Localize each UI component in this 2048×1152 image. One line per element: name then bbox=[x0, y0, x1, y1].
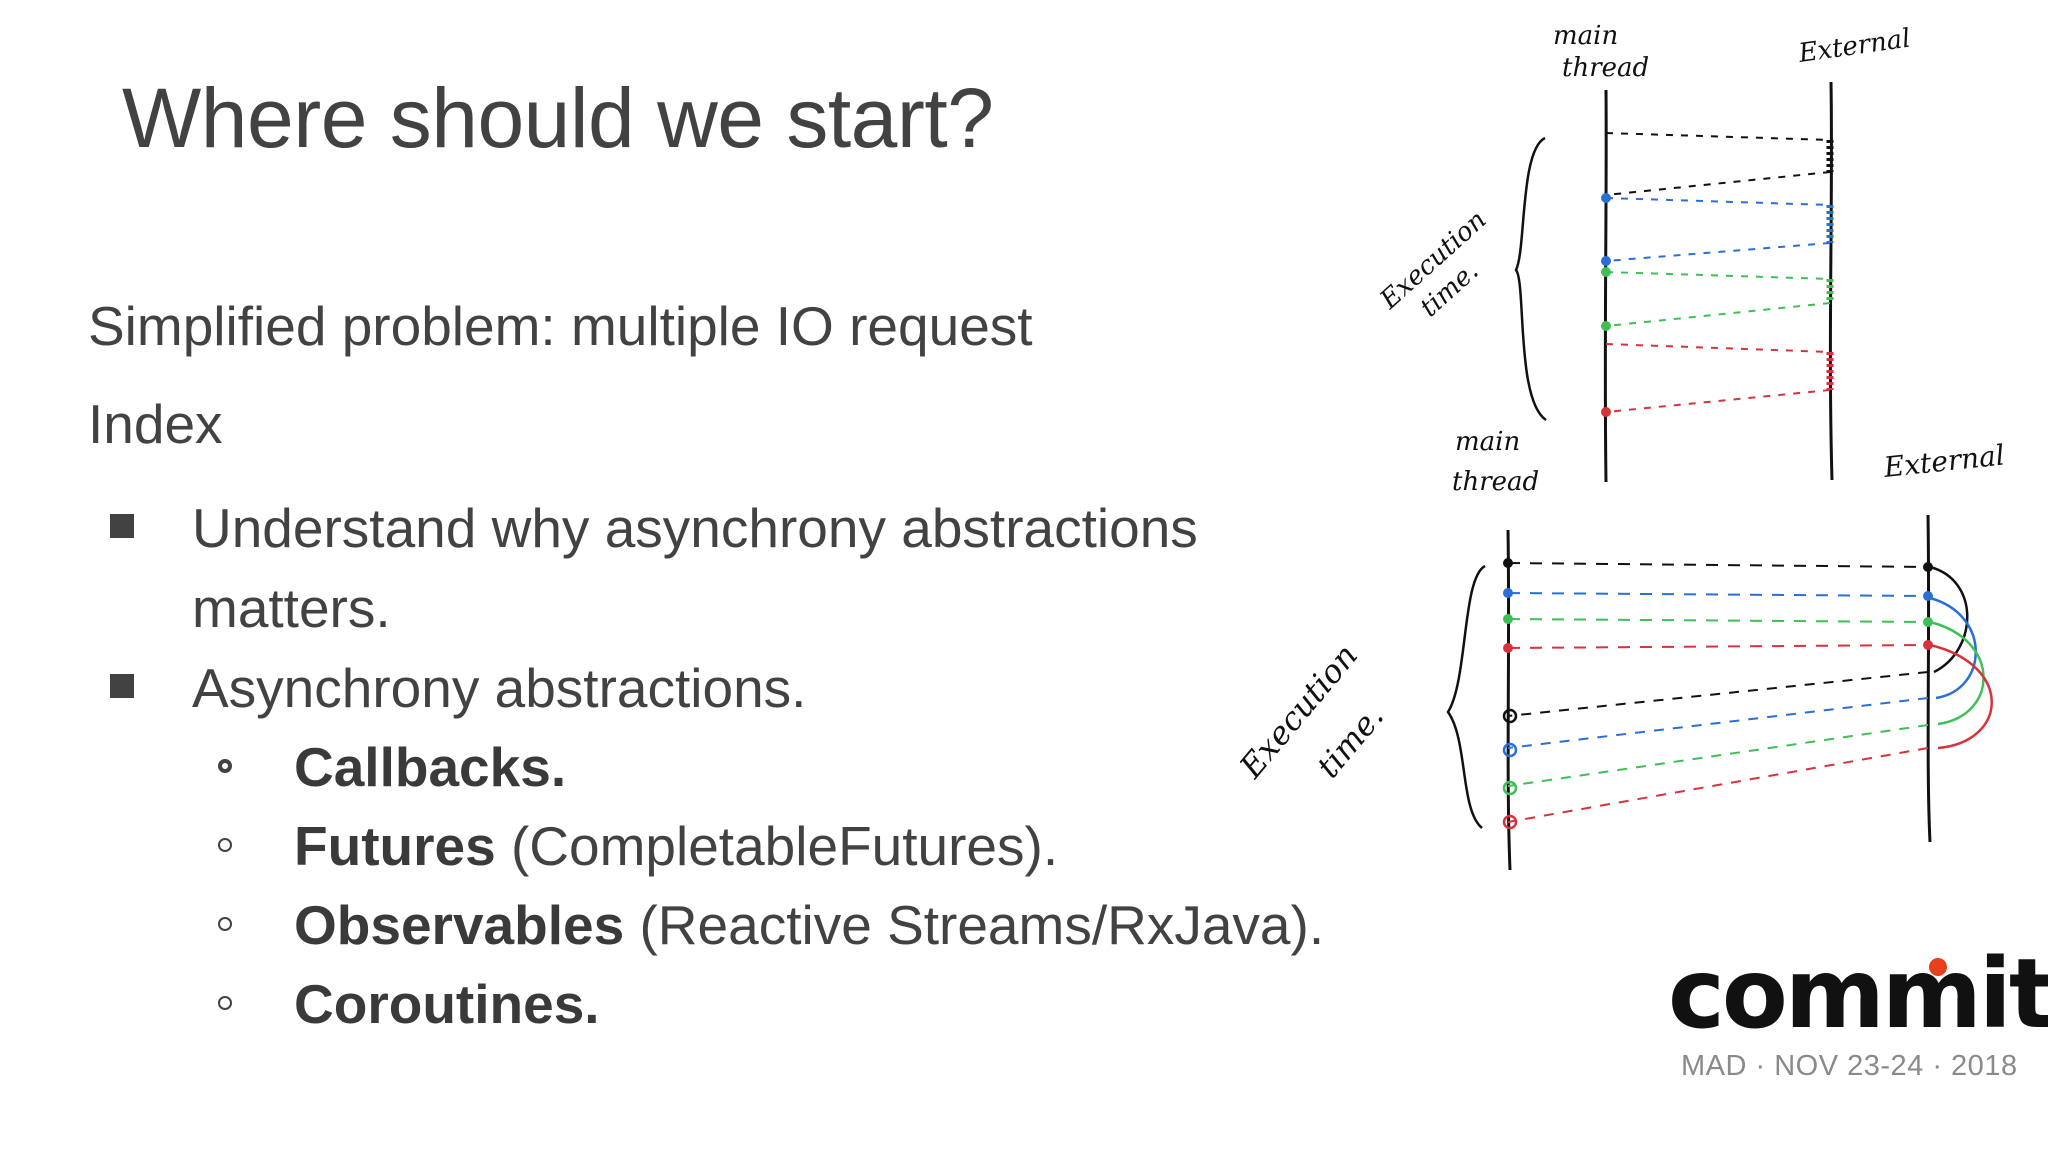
bottom-request-red bbox=[1507, 644, 1929, 649]
sub-bullet-item: Callbacks. bbox=[0, 728, 1360, 807]
top-response-green bbox=[1605, 302, 1831, 327]
top-main-thread-line bbox=[1603, 89, 1608, 483]
sub-bullet-text: (CompletableFutures). bbox=[495, 815, 1059, 877]
index-list: Understand why asynchrony abstractions m… bbox=[0, 488, 1360, 1044]
bottom-blue-ring bbox=[1502, 742, 1518, 758]
sub-bullet-bold-text: Observables bbox=[294, 894, 625, 956]
square-bullet-icon bbox=[110, 674, 134, 698]
bullet-text: Asynchrony abstractions. bbox=[192, 657, 807, 719]
slide-title: Where should we start? bbox=[122, 71, 994, 165]
bottom-external-blue-dot bbox=[1923, 591, 1933, 601]
bottom-black-dot bbox=[1503, 558, 1513, 568]
bottom-response-green bbox=[1507, 724, 1929, 787]
top-response-red bbox=[1605, 389, 1831, 413]
sub-bullet-item: Futures (CompletableFutures). bbox=[0, 807, 1360, 886]
circle-bullet-icon bbox=[218, 917, 232, 931]
bottom-green-ring bbox=[1502, 780, 1518, 796]
top-response-blue bbox=[1605, 242, 1831, 262]
top-green-dot bbox=[1601, 321, 1611, 331]
bottom-response-red bbox=[1507, 747, 1929, 823]
top-response-black bbox=[1605, 171, 1831, 196]
bottom-loop-red bbox=[1929, 643, 1993, 750]
bottom-main-label-line1: main bbox=[1455, 427, 1520, 457]
bottom-response-black bbox=[1507, 671, 1929, 717]
bottom-main-thread-line bbox=[1506, 529, 1512, 871]
square-bullet-icon bbox=[110, 514, 134, 538]
bullet-item: Asynchrony abstractions. bbox=[0, 648, 1322, 728]
bottom-red-ring bbox=[1502, 814, 1518, 830]
bottom-request-blue bbox=[1507, 592, 1929, 597]
bullet-text: Understand why asynchrony abstractions m… bbox=[192, 497, 1198, 639]
top-timeline-diagram: main thread External Execution time. bbox=[1374, 21, 1913, 483]
slide-subtitle: Simplified problem: multiple IO request bbox=[88, 295, 1033, 357]
event-date-text: MAD · NOV 23-24 · 2018 bbox=[1681, 1050, 2018, 1082]
top-request-blue bbox=[1605, 197, 1831, 206]
index-heading: Index bbox=[88, 393, 223, 455]
top-request-red bbox=[1605, 343, 1831, 353]
bottom-external-green-dot bbox=[1923, 617, 1933, 627]
bottom-black-ring bbox=[1502, 708, 1518, 724]
top-main-label-line1: main bbox=[1553, 21, 1618, 51]
bottom-loop-green bbox=[1929, 620, 1985, 726]
circle-bullet-icon bbox=[218, 838, 232, 852]
bottom-external-label: External bbox=[1881, 438, 2006, 484]
sub-bullet-item: Observables (Reactive Streams/RxJava). bbox=[0, 886, 1360, 965]
bottom-green-dot bbox=[1503, 614, 1513, 624]
bottom-timeline-diagram: main thread External Execution time. bbox=[1240, 427, 2006, 871]
top-request-black bbox=[1605, 132, 1831, 141]
top-request-green bbox=[1605, 271, 1831, 280]
bottom-external-black-dot bbox=[1923, 562, 1933, 572]
circle-bullet-icon bbox=[218, 759, 232, 773]
bottom-response-blue bbox=[1507, 697, 1929, 749]
sub-bullet-text: (Reactive Streams/RxJava). bbox=[624, 894, 1325, 956]
sub-bullet-item: Coroutines. bbox=[0, 965, 1360, 1044]
top-execution-brace bbox=[1514, 136, 1547, 422]
top-red-dot bbox=[1601, 407, 1611, 417]
top-external-line bbox=[1828, 81, 1834, 481]
sub-bullet-bold-text: Callbacks. bbox=[294, 736, 567, 798]
bottom-loop-black bbox=[1929, 565, 1969, 674]
bottom-request-green bbox=[1507, 618, 1929, 623]
bottom-execution-brace bbox=[1446, 564, 1486, 829]
bottom-request-black bbox=[1507, 562, 1929, 568]
bullet-item: Understand why asynchrony abstractions m… bbox=[0, 488, 1322, 648]
commit-logo: commit bbox=[1668, 938, 2048, 1050]
logo-dot bbox=[1929, 958, 1947, 976]
top-blue-dot bbox=[1601, 193, 1611, 203]
circle-bullet-icon bbox=[218, 996, 232, 1010]
bottom-external-red-dot bbox=[1923, 640, 1933, 650]
bottom-blue-dot bbox=[1503, 588, 1513, 598]
handdrawn-timeline-sketch: main thread External Execution time. mai… bbox=[1240, 21, 2006, 871]
top-blue-dot bbox=[1601, 256, 1611, 266]
sub-bullet-bold-text: Futures bbox=[294, 815, 496, 877]
sub-bullet-bold-text: Coroutines. bbox=[294, 973, 600, 1035]
bottom-main-label-line2: thread bbox=[1452, 467, 1539, 497]
top-main-label-line2: thread bbox=[1562, 53, 1649, 83]
top-external-label: External bbox=[1796, 24, 1913, 69]
top-green-dot bbox=[1601, 267, 1611, 277]
bottom-red-dot bbox=[1503, 643, 1513, 653]
